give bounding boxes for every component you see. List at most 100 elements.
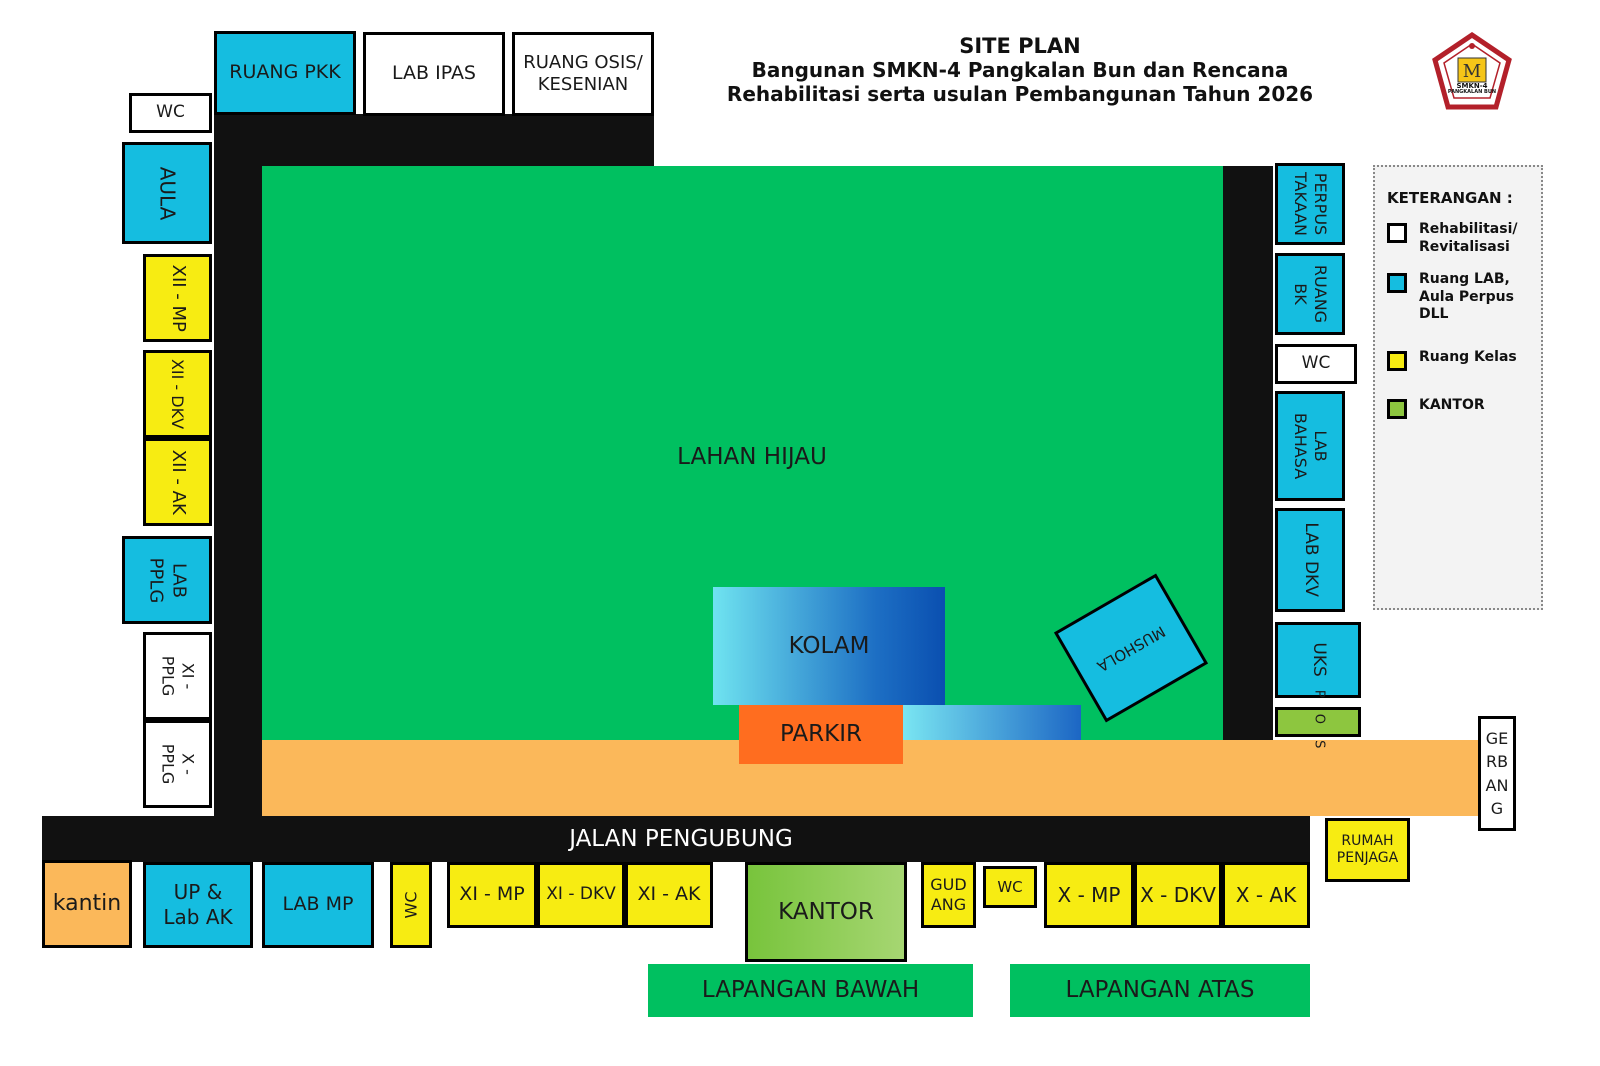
uks: UKS [1275,622,1361,698]
lab-dkv-label: LAB DKV [1300,522,1321,598]
legend-label: Ruang LAB, Aula Perpus DLL [1419,271,1514,322]
wc-label: WC [156,102,185,123]
legend-label: Rehabilitasi/ Revitalisasi [1419,221,1518,255]
ruang-pkk: RUANG PKK [214,31,356,115]
lapangan-bawah: LAPANGAN BAWAH [648,964,973,1017]
legend-item-lab: Ruang LAB, Aula Perpus DLL [1387,271,1529,324]
aula: AULA [122,142,212,244]
uks-label: UKS [1308,642,1329,678]
lab-dkv: LAB DKV [1275,508,1345,612]
lab-ipas: LAB IPAS [363,32,505,116]
mushola-label: MUSHOLA [1093,621,1169,675]
legend-swatch-yellow [1387,351,1407,371]
jalan-label: JALAN PENGUBUNG [569,826,793,852]
wc-bottom-1-label: WC [401,891,420,919]
map-title: SITE PLAN Bangunan SMKN-4 Pangkalan Bun … [690,34,1350,106]
classroom-xi-pplg: XI - PPLG [143,632,212,720]
lab-bahasa-line-2: BAHASA [1291,412,1311,480]
kolam-extension [902,705,1081,740]
classroom-xii-mp: XII - MP [143,254,212,342]
legend-label: KANTOR [1419,397,1485,413]
title-line-3: Rehabilitasi serta usulan Pembangunan Ta… [726,82,1314,106]
wc-right: WC [1275,344,1357,384]
classroom-x-mp: X - MP [1044,862,1134,928]
bk-line-1: RUANG [1310,264,1330,324]
title-line-1: SITE PLAN [959,34,1081,58]
legend-label: Ruang Kelas [1419,349,1517,365]
title-line-2: Bangunan SMKN-4 Pangkalan Bun dan Rencan… [751,58,1289,82]
lab-mp: LAB MP [262,862,374,948]
right-corridor [1223,166,1273,740]
x-pplg-line-1: X - [178,753,198,775]
kesenian-label: KESENIAN [537,74,629,95]
wc-right-label: WC [1301,353,1331,374]
classroom-xi-dkv: XI - DKV [537,862,625,928]
xii-mp-label: XII - MP [167,264,189,332]
kantin: kantin [42,860,132,948]
gudang: GUD ANG [921,862,976,928]
rumah-line-2: PENJAGA [1336,850,1399,866]
perpus-label: PERPUS TAKAAN [1290,172,1330,236]
gerbang-gate: GE RB AN G [1478,716,1516,831]
ruang-osis-label: RUANG OSIS/ [523,51,643,73]
lab-pplg-line-1: LAB [168,562,190,598]
left-corridor [214,114,262,816]
xi-pplg-line-1: XI - [178,662,198,690]
kantin-label: kantin [52,891,122,917]
classroom-xi-mp: XI - MP [447,862,537,928]
gerbang-line-4: G [1490,798,1504,818]
lab-bahasa-line-1: LAB [1311,430,1331,462]
x-mp-label: X - MP [1057,882,1121,907]
lab-pplg-label: LAB PPLG [145,557,190,603]
bk-label: RUANG BK [1290,265,1330,323]
xi-ak-label: XI - AK [637,883,701,906]
x-pplg-label: X - PPLG [157,744,197,785]
perpus-line-1: PERPUS [1311,172,1330,236]
ruang-osis-kesenian: RUANG OSIS/ KESENIAN [512,32,654,116]
lab-mp-label: LAB MP [282,893,354,916]
legend-title: KETERANGAN : [1387,189,1513,207]
pos-label: P O S [1311,689,1327,755]
parkir-label: PARKIR [780,721,862,748]
gerbang-line-3: AN [1485,775,1509,795]
pos-security: P O S [1275,690,1361,754]
lab-bahasa: LAB BAHASA [1275,391,1345,501]
ruang-bk: RUANG BK [1275,253,1345,335]
classroom-xii-ak: XII - AK [143,438,212,526]
lahan-hijau-label: LAHAN HIJAU [677,444,827,470]
kantor-label: KANTOR [778,898,874,925]
classroom-x-dkv: X - DKV [1134,862,1222,928]
up-line-1: UP & [173,880,223,904]
gudang-line-2: ANG [930,895,967,914]
lab-bahasa-label: LAB BAHASA [1290,413,1330,479]
perpustakaan: PERPUS TAKAAN [1275,163,1345,245]
kolam-pool: KOLAM [713,587,945,705]
legend-panel: KETERANGAN : Rehabilitasi/ Revitalisasi … [1373,165,1543,610]
rumah-penjaga: RUMAH PENJAGA [1325,818,1410,882]
school-logo: M SMKN-4 PANGKALAN BUN [1432,31,1512,110]
top-corridor [214,114,654,166]
logo-text-2: PANGKALAN BUN [1447,89,1497,96]
wc-bottom-1: WC [390,862,432,948]
lapangan-atas: LAPANGAN ATAS [1010,964,1310,1017]
xi-mp-label: XI - MP [459,883,525,906]
legend-item-rehab: Rehabilitasi/ Revitalisasi [1387,221,1529,256]
lab-ipas-label: LAB IPAS [392,62,476,85]
classroom-x-ak: X - AK [1222,862,1310,928]
xi-pplg-label: XI - PPLG [157,656,197,697]
legend-swatch-white [1387,223,1407,243]
xi-dkv-label: XI - DKV [546,884,616,905]
perpus-line-2: TAKAAN [1291,172,1310,236]
lapangan-bawah-label: LAPANGAN BAWAH [701,977,920,1004]
classroom-x-pplg: X - PPLG [143,720,212,808]
kantor-office: KANTOR [745,862,907,962]
up-line-2: Lab AK [163,905,233,929]
ruang-pkk-label: RUANG PKK [229,61,341,84]
gerbang-line-1: GE [1485,729,1509,749]
classroom-xi-ak: XI - AK [625,862,713,928]
legend-item-kantor: KANTOR [1387,397,1485,419]
wc-bottom-2: WC [983,866,1037,908]
lapangan-atas-label: LAPANGAN ATAS [1065,977,1255,1004]
xii-ak-label: XII - AK [167,449,189,515]
